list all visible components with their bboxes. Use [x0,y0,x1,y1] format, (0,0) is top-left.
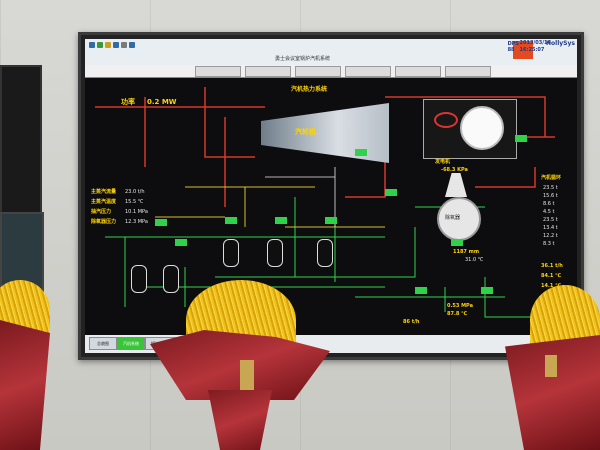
label: 抽汽压力 [91,209,112,215]
reading: 12.2 t [543,233,558,239]
reading: 15.6 t [543,193,558,199]
status-box[interactable] [325,217,337,224]
gold-ribbon [240,360,254,390]
level-value: 1187 mm [453,249,480,255]
pressure-value: 0.53 MPa [447,303,473,309]
value: 23.0 t/h [125,189,145,195]
value: 15.5 ℃ [125,199,144,205]
menu-button[interactable] [345,66,391,77]
deaerator-top [445,173,467,197]
value: 10.1 MPa [125,209,148,215]
reading: 14.1 ℃ [541,283,562,289]
toolbar-icon[interactable] [97,42,103,48]
deaerator-label: 除氧器 [445,215,461,221]
power-value: 0.2 MW [147,98,177,106]
toolbar-icon[interactable] [121,42,127,48]
menu-button[interactable] [245,66,291,77]
heater-tank [163,265,179,293]
flower-bouquet-left [0,280,60,450]
red-wrapping [505,335,600,450]
heater-tank [131,265,147,293]
generator-symbol [434,112,458,128]
red-wrapping [0,320,50,450]
power-label: 功率 [121,98,135,106]
gold-ribbon [545,355,557,377]
menu-button[interactable] [295,66,341,77]
status-box[interactable] [225,217,237,224]
toolbar-icon[interactable] [105,42,111,48]
flower-bouquet-center [150,280,330,450]
heater-tank [317,239,333,267]
status-box[interactable] [175,239,187,246]
status-box[interactable] [385,189,397,196]
red-wrapping [208,390,272,450]
value: 12.3 MPa [125,219,148,225]
reading: 13.4 t [543,225,558,231]
reading: 36.1 t/h [541,263,563,269]
flower-bouquet-right [505,285,600,450]
turbine-label: 汽轮机 [295,128,316,136]
reading: 23.5 t [543,185,558,191]
reading: 8.6 t [543,201,555,207]
heater-tank [267,239,283,267]
heater-tank [223,239,239,267]
alarm-indicator[interactable] [513,41,533,59]
toolbar-icon[interactable] [129,42,135,48]
flow-value: 86 t/h [403,319,420,325]
label: 主蒸汽流量 [91,189,117,195]
generator-icon [460,106,504,150]
temp-value: 31.0 ℃ [465,257,484,263]
section-title: 汽机热力系统 [291,86,328,93]
process-diagram [95,87,555,318]
temp-value-2: 87.8 ℃ [447,311,468,317]
status-box[interactable] [355,149,367,156]
brand-logo: HollySys [546,40,575,47]
status-box[interactable] [275,217,287,224]
toolbar-icon[interactable] [113,42,119,48]
nav-button-turbine[interactable]: 汽机系统 [117,337,145,350]
generator-box [423,99,517,159]
level-indicator [451,239,463,246]
menu-strip [85,65,577,78]
reading: 4.5 t [543,209,555,215]
status-box[interactable] [155,219,167,226]
reading: 8.3 t [543,241,555,247]
menu-button[interactable] [395,66,441,77]
menu-button[interactable] [445,66,491,77]
pump-label: 汽机循环 [541,175,562,181]
menu-button[interactable] [195,66,241,77]
status-box[interactable] [481,287,493,294]
window-title: 勇士会议室锅炉汽机系统 [275,56,331,62]
nav-button-overview[interactable]: 总貌图 [89,337,117,350]
generator-label: 发电机 [435,159,451,165]
reading: 84.1 ℃ [541,273,562,279]
deaerator-tank [437,197,481,241]
label: 除氧器压力 [91,219,117,225]
status-box[interactable] [415,287,427,294]
label: 主蒸汽温度 [91,199,117,205]
vacuum-value: -68.3 KPa [441,167,468,173]
app-icon [89,42,95,48]
left-side-monitor [0,65,42,214]
status-box[interactable] [515,135,527,142]
reading: 23.5 t [543,217,558,223]
